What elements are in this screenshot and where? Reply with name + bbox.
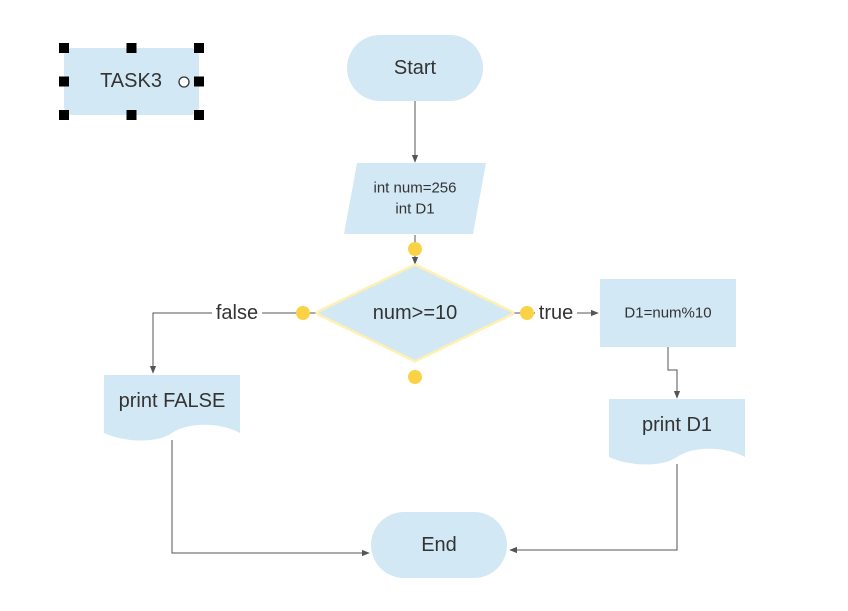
decision-anchor-points[interactable] [296, 242, 534, 384]
node-end[interactable]: End [371, 512, 507, 578]
node-task3[interactable]: TASK3 [64, 48, 199, 115]
start-terminator[interactable] [347, 35, 483, 101]
node-print-d1[interactable]: print D1 [609, 399, 745, 465]
node-mod[interactable]: D1=num%10 [600, 279, 736, 347]
mod-process-box[interactable] [600, 279, 736, 347]
edge-label-true-group: true [535, 302, 577, 324]
resize-handle-bottom-right[interactable] [194, 110, 204, 120]
edge-print-false-to-end[interactable] [171, 440, 370, 557]
rotate-handle-icon[interactable] [178, 76, 190, 88]
print-false-document[interactable] [104, 375, 240, 441]
resize-handle-bottom[interactable] [126, 110, 137, 120]
print-false-label: print FALSE [119, 390, 226, 412]
end-label: End [421, 534, 457, 556]
selection-handles[interactable] [59, 43, 204, 120]
declare-line-1: int num=256 [374, 180, 457, 197]
decision-diamond[interactable] [318, 266, 512, 360]
node-declare[interactable]: int num=256 int D1 [344, 163, 486, 234]
edge-label-true: true [539, 302, 573, 324]
start-label: Start [394, 57, 437, 79]
node-start[interactable]: Start [347, 35, 483, 101]
node-decision[interactable]: num>=10 [315, 263, 515, 363]
anchor-point-top[interactable] [408, 242, 422, 256]
resize-handle-top[interactable] [126, 43, 137, 53]
mod-label: D1=num%10 [624, 305, 711, 322]
resize-handle-top-right[interactable] [194, 43, 204, 53]
anchor-point-left[interactable] [296, 306, 310, 320]
edge-print-d1-to-end[interactable] [509, 464, 678, 554]
decision-label: num>=10 [373, 302, 458, 324]
task3-box[interactable] [64, 48, 199, 115]
print-d1-document[interactable] [609, 399, 745, 465]
resize-handle-left[interactable] [59, 76, 69, 87]
end-terminator[interactable] [371, 512, 507, 578]
anchor-point-bottom[interactable] [408, 370, 422, 384]
resize-handle-top-left[interactable] [59, 43, 69, 53]
edge-decision-false[interactable] [149, 312, 320, 374]
node-print-false[interactable]: print FALSE [104, 375, 240, 441]
edge-label-false: false [216, 302, 258, 324]
anchor-point-right[interactable] [520, 306, 534, 320]
resize-handle-bottom-left[interactable] [59, 110, 69, 120]
print-d1-label: print D1 [642, 414, 712, 436]
edge-label-false-group: false [212, 302, 262, 324]
edge-mod-to-print-d1[interactable] [667, 347, 681, 399]
declare-parallelogram[interactable] [344, 163, 486, 234]
declare-line-2: int D1 [395, 201, 434, 218]
resize-handle-right[interactable] [194, 76, 204, 87]
task3-label: TASK3 [100, 70, 162, 92]
